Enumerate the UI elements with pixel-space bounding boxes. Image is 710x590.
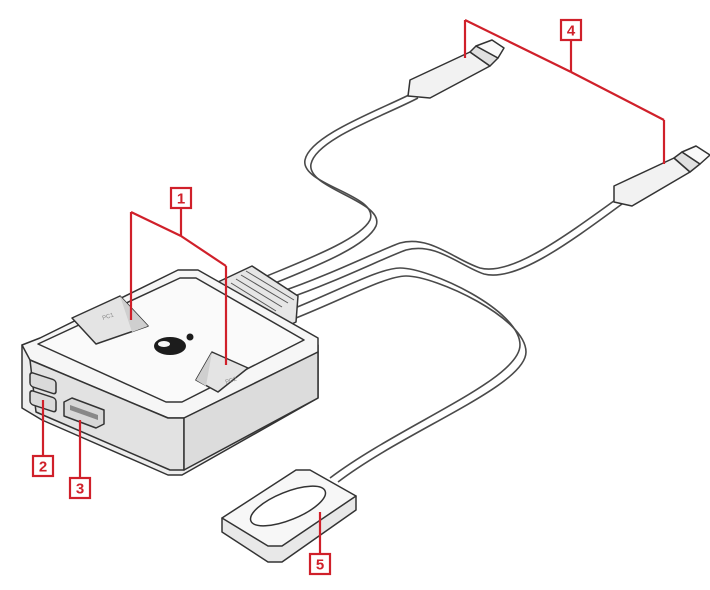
- svg-text:3: 3: [76, 481, 84, 498]
- kvm-hub: PC1 PC2: [21, 269, 319, 476]
- callout-4: 4: [559, 18, 583, 42]
- cable-right-connector: [279, 197, 619, 293]
- usb-a-port[interactable]: [29, 372, 57, 395]
- desktop-remote-button[interactable]: [221, 469, 357, 563]
- brand-logo-icon: [154, 333, 194, 355]
- svg-text:1: 1: [177, 191, 185, 208]
- cable-upper-connector: [261, 91, 416, 279]
- callout-3: 3: [68, 476, 92, 500]
- callout-1: 1: [169, 186, 193, 210]
- hdmi-port[interactable]: [63, 397, 105, 429]
- usb-c-connector-right: [613, 145, 710, 207]
- usb-c-connector-upper: [407, 39, 505, 99]
- pc2-label: PC2: [225, 376, 239, 386]
- cables: [261, 91, 623, 483]
- cable-remote: [289, 267, 521, 479]
- svg-text:5: 5: [316, 557, 324, 574]
- svg-text:2: 2: [39, 459, 47, 476]
- callout-2: 2: [31, 454, 55, 478]
- callout-5: 5: [308, 552, 332, 576]
- svg-text:4: 4: [567, 23, 576, 40]
- leader-lines: [41, 19, 666, 554]
- pc1-label: PC1: [102, 312, 116, 322]
